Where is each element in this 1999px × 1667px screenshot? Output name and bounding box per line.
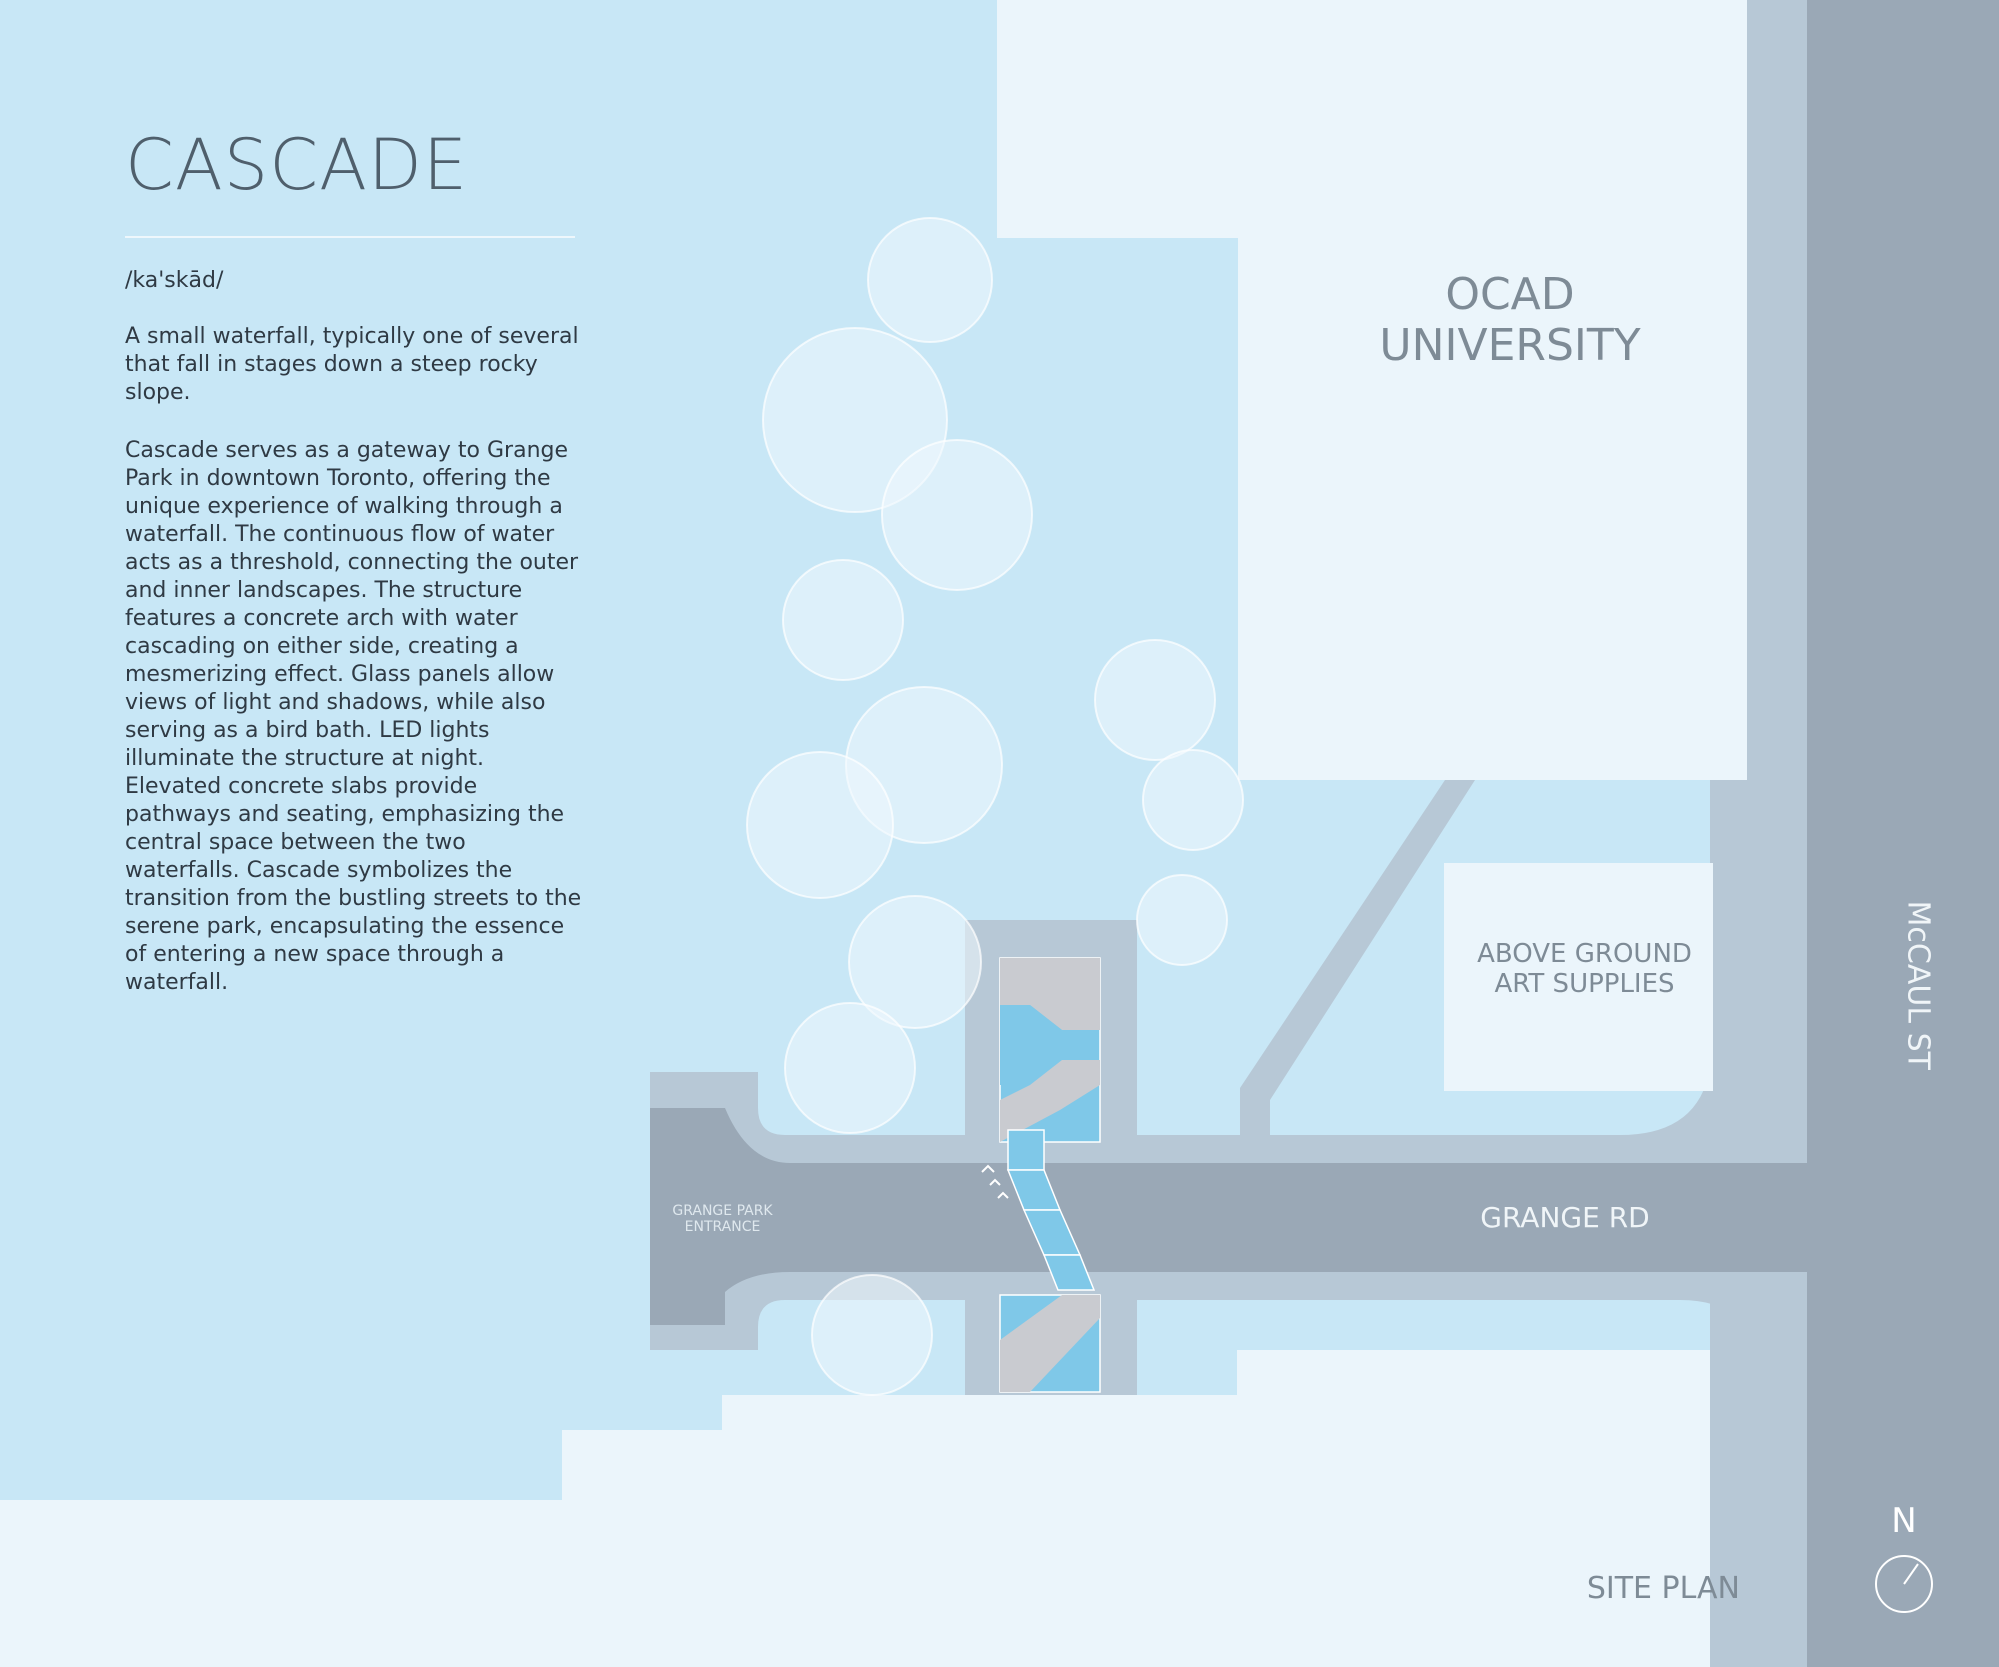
- birds: [981, 1164, 1009, 1199]
- tree: [1142, 749, 1244, 851]
- title-divider: [125, 236, 575, 238]
- tree: [1136, 874, 1228, 966]
- tree: [1094, 639, 1216, 761]
- mccaul-road: [1807, 0, 1999, 1667]
- mccaul-st-label: McCAUL ST: [1900, 900, 1936, 1070]
- above-ground-building: [1444, 863, 1713, 1091]
- page-title: CASCADE: [125, 124, 469, 206]
- ocad-university-label: OCAD UNIVERSITY: [1379, 269, 1641, 371]
- bird-icon: [989, 1178, 1001, 1186]
- definition-text: A small waterfall, typically one of seve…: [125, 324, 579, 405]
- path-stub: [1240, 1088, 1270, 1138]
- site-plan-label: SITE PLAN: [1586, 1571, 1740, 1606]
- tree: [782, 559, 904, 681]
- text-panel: CASCADE /ka'skād/ A small waterfall, typ…: [125, 130, 585, 997]
- tree: [867, 217, 993, 343]
- cascade-structure-south: [999, 1294, 1101, 1393]
- ocad-building: [997, 0, 1747, 780]
- pronunciation: /ka'skād/: [125, 268, 224, 293]
- north-label: N: [1891, 1501, 1917, 1541]
- north-arrow-icon: [1875, 1555, 1933, 1613]
- bird-icon: [997, 1191, 1009, 1199]
- tree: [811, 1274, 933, 1396]
- tree: [881, 439, 1033, 591]
- tree: [784, 1002, 916, 1134]
- description-text: Cascade serves as a gateway to Grange Pa…: [125, 438, 582, 995]
- trees: [746, 217, 1244, 1396]
- tree: [746, 751, 894, 899]
- tree: [848, 895, 982, 1029]
- above-ground-label: ABOVE GROUND ART SUPPLIES: [1477, 939, 1692, 999]
- diagonal-path-fill: [1242, 782, 1470, 1088]
- bird-icon: [981, 1164, 995, 1173]
- south-building: [0, 1350, 1755, 1667]
- grange-rd-label: GRANGE RD: [1480, 1201, 1650, 1234]
- cascade-walkway: [1006, 1129, 1096, 1291]
- grange-road: [650, 1108, 1807, 1325]
- grange-park-entrance-label: GRANGE PARK ENTRANCE: [672, 1203, 773, 1236]
- cascade-structure-north: [999, 957, 1101, 1143]
